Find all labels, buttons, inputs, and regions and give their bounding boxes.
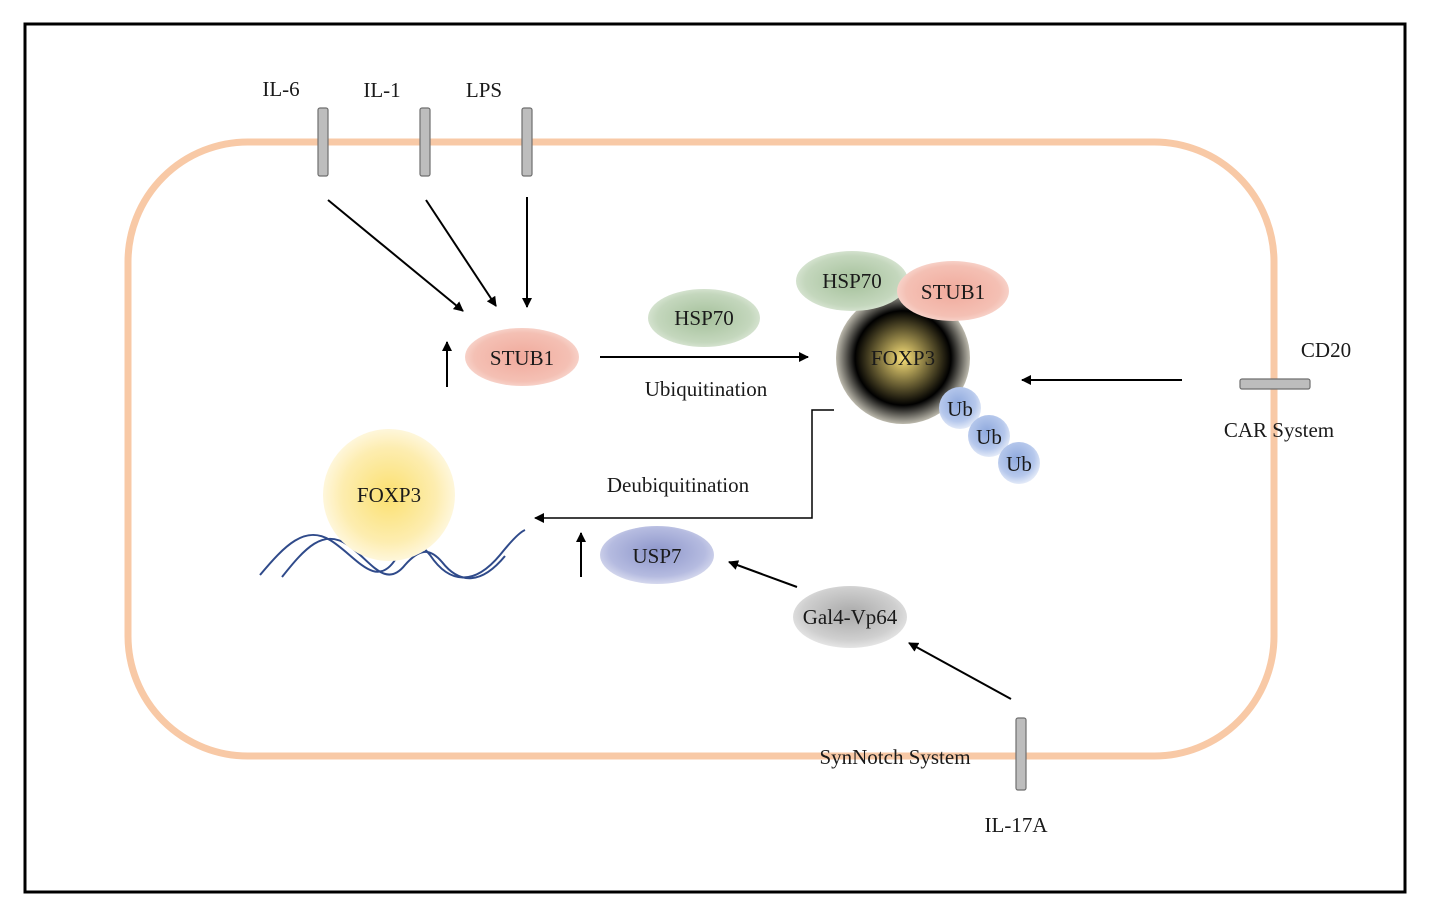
il17a-label: IL-17A	[985, 813, 1049, 837]
ub-node-2	[968, 415, 1010, 457]
gal4-to-usp7-arrow	[728, 560, 798, 588]
stub1-complex-label: STUB1	[921, 280, 985, 304]
ubiquitination-label: Ubiquitination	[645, 377, 768, 401]
il6-receptor	[317, 107, 329, 177]
foxp3-complex-label: FOXP3	[871, 346, 935, 370]
il17a-receptor	[1015, 717, 1027, 791]
il1-arrow	[425, 199, 497, 307]
deubiquitination-label: Deubiquitination	[607, 473, 750, 497]
cell-membrane	[124, 138, 1278, 760]
foxp3-dna-node	[323, 429, 455, 561]
dna-strand-2	[281, 537, 506, 580]
synnotch-system-label: SynNotch System	[819, 745, 970, 769]
hsp70-label: HSP70	[674, 306, 734, 330]
il6-label: IL-6	[262, 77, 299, 101]
ub-label-2: Ub	[976, 425, 1002, 449]
cd20-receptor	[1239, 378, 1311, 390]
usp7-label: USP7	[632, 544, 681, 568]
deubiquitination-path	[534, 409, 834, 523]
il1-label: IL-1	[363, 78, 400, 102]
ub-node-3	[998, 442, 1040, 484]
lps-label: LPS	[466, 78, 502, 102]
ub-label-3: Ub	[1006, 452, 1032, 476]
foxp3-complex-node	[836, 292, 970, 424]
il1-receptor	[419, 107, 431, 177]
lps-receptor	[521, 107, 533, 177]
ub-node-1	[939, 387, 981, 429]
stub1-complex-node	[897, 261, 1009, 321]
hsp70-node	[648, 289, 760, 347]
gal4-vp64-node	[793, 586, 907, 648]
gal4-vp64-label: Gal4-Vp64	[803, 605, 898, 629]
usp7-node	[600, 526, 714, 584]
outer-frame	[23, 22, 1407, 894]
hsp70-complex-label: HSP70	[822, 269, 882, 293]
ub-label-1: Ub	[947, 397, 973, 421]
il6-arrow	[327, 199, 464, 312]
stub1-node	[465, 328, 579, 386]
hsp70-complex-node	[796, 251, 908, 311]
cd20-label: CD20	[1301, 338, 1351, 362]
car-system-label: CAR System	[1224, 418, 1334, 442]
stub1-label: STUB1	[490, 346, 554, 370]
foxp3-dna-label: FOXP3	[357, 483, 421, 507]
synnotch-arrow	[908, 642, 1012, 700]
